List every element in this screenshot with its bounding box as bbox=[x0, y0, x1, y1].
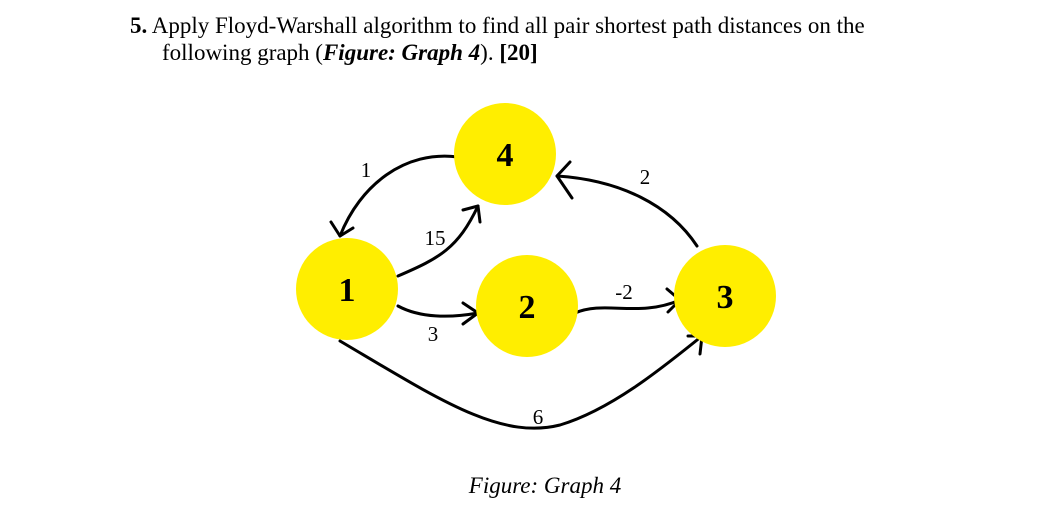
figure-reference: Figure: Graph 4 bbox=[322, 40, 481, 65]
question-text-2a: following graph ( bbox=[162, 40, 323, 65]
node-3: 3 bbox=[674, 245, 776, 347]
question-line-1: 5. Apply Floyd-Warshall algorithm to fin… bbox=[130, 12, 990, 39]
question-text-2b: ). bbox=[480, 40, 500, 65]
edge-4-to-1 bbox=[338, 154, 460, 238]
arrowhead-3-to-4 bbox=[555, 160, 574, 200]
edge-3-to-4 bbox=[555, 174, 699, 248]
node-2-circle bbox=[476, 255, 578, 357]
question-line-2: following graph (Figure: Graph 4). [20] bbox=[130, 39, 990, 66]
node-3-label: 3 bbox=[717, 279, 734, 316]
edge-1-to-2-weight: 3 bbox=[428, 322, 439, 346]
edge-1-to-4-weight: 15 bbox=[425, 226, 446, 250]
edge-1-to-4 bbox=[396, 204, 480, 278]
node-1: 1 bbox=[296, 238, 398, 340]
question-text: 5. Apply Floyd-Warshall algorithm to fin… bbox=[130, 12, 990, 66]
node-4: 4 bbox=[454, 103, 556, 205]
node-2-label: 2 bbox=[519, 289, 536, 326]
edge-1-to-3 bbox=[338, 334, 704, 430]
question-text-1: Apply Floyd-Warshall algorithm to find a… bbox=[151, 13, 865, 38]
edge-1-to-2 bbox=[396, 304, 480, 318]
question-number: 5. bbox=[130, 13, 148, 38]
figure-caption: Figure: Graph 4 bbox=[468, 473, 622, 498]
node-1-circle bbox=[296, 238, 398, 340]
edge-2-to-3-weight: -2 bbox=[615, 280, 633, 304]
node-3-circle bbox=[674, 245, 776, 347]
node-2: 2 bbox=[476, 255, 578, 357]
node-4-label: 4 bbox=[497, 137, 514, 174]
node-4-circle bbox=[454, 103, 556, 205]
node-1-label: 1 bbox=[339, 272, 356, 309]
edge-4-to-1-weight: 1 bbox=[361, 158, 372, 182]
edge-1-to-3-weight: 6 bbox=[533, 405, 544, 429]
edge-3-to-4-weight: 2 bbox=[640, 165, 651, 189]
question-marks: [20] bbox=[499, 40, 538, 65]
edge-2-to-3 bbox=[573, 298, 682, 315]
arrowhead-1-to-4 bbox=[461, 204, 482, 224]
arrowhead-4-to-1 bbox=[329, 220, 355, 238]
